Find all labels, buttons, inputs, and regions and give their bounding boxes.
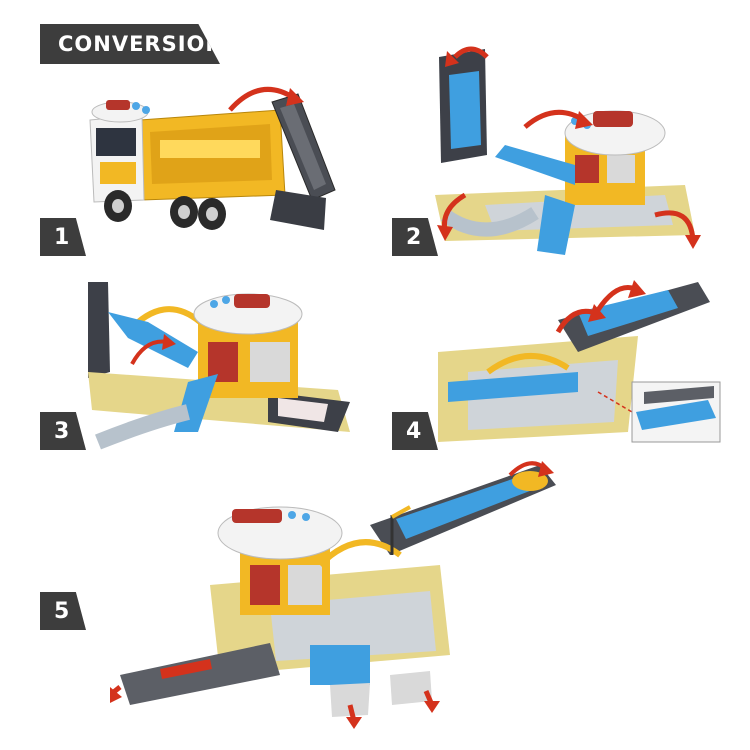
step-2-number: 2	[406, 224, 422, 250]
step-5-number: 5	[54, 598, 70, 624]
step-5-illustration	[110, 455, 590, 730]
step-4-number: 4	[406, 418, 422, 444]
step-4-badge: 4	[392, 412, 438, 450]
step-3-badge: 3	[40, 412, 86, 450]
conversion-header: CONVERSION	[40, 24, 220, 64]
step-2-illustration	[425, 45, 705, 255]
step-1-number: 1	[54, 224, 70, 250]
step-5-badge: 5	[40, 592, 86, 630]
step-3-number: 3	[54, 418, 70, 444]
header-title: CONVERSION	[58, 32, 224, 56]
step-4-illustration	[438, 272, 728, 452]
step-1-illustration	[80, 80, 350, 250]
step-3-illustration	[88, 282, 358, 462]
